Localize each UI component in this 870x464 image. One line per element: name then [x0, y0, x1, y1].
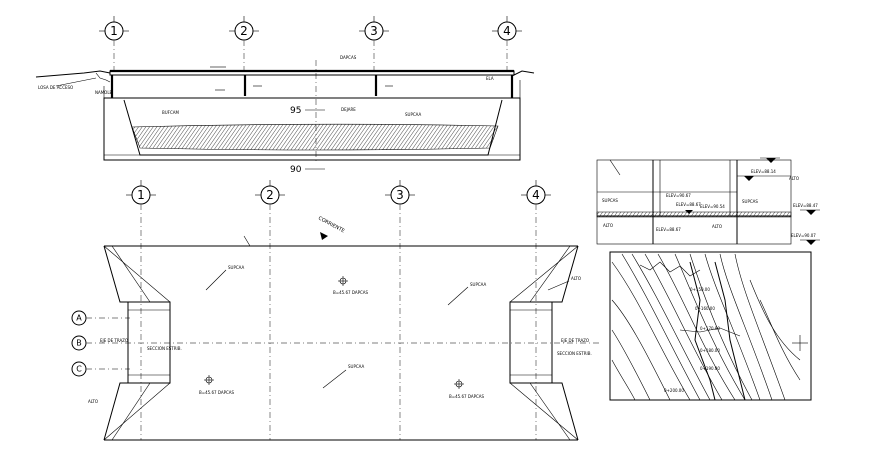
- label-seccion-left: SECCION ESTRIB.: [147, 346, 182, 351]
- label-center-tag: ELEV=88.67: [676, 202, 701, 207]
- label-benchmark: B=45.67 DAPCAS: [333, 290, 369, 295]
- label-eje-right: EJE DE TRAZO: [561, 338, 589, 343]
- ground-line-left: [35, 70, 111, 78]
- label-losa: LOSA DE ACCESO: [38, 85, 73, 90]
- topo-crosshair: [792, 335, 808, 351]
- label-ela: ELA: [486, 76, 494, 81]
- flow-arrow-icon: [320, 232, 328, 240]
- elevation-view: 1 2 3 4: [35, 16, 535, 175]
- label-supcaa: SUPCAA: [405, 112, 422, 117]
- plan-axis-1: 1: [126, 180, 156, 205]
- axis-label: 2: [266, 188, 274, 202]
- label-dapcas: DAPCAS: [340, 55, 357, 60]
- axis-label: 1: [110, 24, 118, 38]
- label-corriente: CORRIENTE: [317, 215, 345, 234]
- plan-row-a: A: [71, 310, 130, 326]
- label-elev-4: ELEV=90.07: [791, 233, 816, 238]
- label-elev-2: ELEV=88.14: [751, 169, 776, 174]
- plan-view: 1 2 3 4 A: [71, 180, 600, 441]
- label-elev-3: ELEV=88.47: [793, 203, 818, 208]
- label-right-tag: SUPCAS: [742, 199, 758, 204]
- left-abutment: [127, 301, 171, 384]
- label-station-3: 0+170.00: [700, 326, 720, 331]
- axis-label: 1: [137, 188, 145, 202]
- ground-line-right: [511, 70, 535, 77]
- topo-frame: [609, 251, 812, 401]
- benchmark-right: B=45.67 DAPCAS: [449, 379, 485, 399]
- label-bufcam: BUFCAM: [162, 110, 180, 115]
- label-eje-left: EJE DE TRAZO: [100, 338, 128, 343]
- row-label: A: [76, 314, 82, 323]
- label-namole: NAMOLE: [95, 90, 113, 95]
- channel-section: [103, 97, 521, 161]
- topographic-map: 0+150.00 0+160.00 0+170.00 0+180.00 0+19…: [609, 251, 812, 401]
- axis-label: 4: [532, 188, 540, 202]
- plan-row-b: B: [71, 335, 600, 351]
- elevation-axis-2: 2: [229, 16, 259, 41]
- row-label: C: [76, 365, 82, 374]
- axis-label: 4: [503, 24, 511, 38]
- label-lower-tag: ALTO: [712, 224, 722, 229]
- dimension-bottom: 90: [290, 165, 302, 175]
- benchmark-left: B=45.67 DAPCAS: [199, 375, 235, 395]
- label-benchmark: B=45.67 DAPCAS: [199, 390, 235, 395]
- dimension-top: 95: [290, 106, 301, 116]
- label-lower-left: ALTO: [603, 223, 613, 228]
- cross-section: ALTO SUPCAS ELEV=90.67 ELEV=88.14 ELEV=8…: [596, 157, 820, 245]
- plan-axis-2: 2: [255, 180, 285, 205]
- label-dejare: DEJARE: [341, 107, 356, 112]
- label-station-1: 0+150.00: [690, 287, 710, 292]
- label-station-5: 0+190.00: [700, 366, 720, 371]
- label-station-6: 0+200.00: [664, 388, 684, 393]
- riverbed-hatch: [131, 123, 499, 151]
- label-section-supcas: SUPCAS: [602, 198, 618, 203]
- label-right-elev: ELEV=90.54: [700, 204, 725, 209]
- axis-label: 2: [240, 24, 248, 38]
- plan-row-c: C: [71, 361, 130, 377]
- label-station-4: 0+180.00: [700, 348, 720, 353]
- label-lower-center: ELEV=88.67: [656, 227, 681, 232]
- elevation-axis-3: 3: [359, 16, 389, 41]
- axis-label: 3: [370, 24, 378, 38]
- label-section-alto: ALTO: [789, 176, 799, 181]
- section-frame: [596, 159, 792, 245]
- label-benchmark: B=45.67 DAPCAS: [449, 394, 485, 399]
- right-abutment: [509, 301, 553, 384]
- label-station-2: 0+160.00: [695, 306, 715, 311]
- label-alto-left: ALTO: [88, 399, 98, 404]
- benchmark-center: B=45.67 DAPCAS: [333, 276, 369, 295]
- plan-axis-4: 4: [521, 180, 551, 205]
- axis-label: 3: [396, 188, 404, 202]
- elevation-axis-4: 4: [492, 16, 522, 41]
- elevation-axis-1: 1: [99, 16, 129, 41]
- label-supcaa-1: SUPCAA: [228, 265, 245, 270]
- row-label: B: [76, 339, 82, 348]
- label-supcaa-3: SUPCAA: [348, 364, 365, 369]
- label-supcaa-2: SUPCAA: [470, 282, 487, 287]
- label-seccion-right: SECCION ESTRIB.: [557, 351, 592, 356]
- label-elev-1: ELEV=90.67: [666, 193, 691, 198]
- label-alto-right: ALTO: [571, 276, 581, 281]
- plan-axis-3: 3: [385, 180, 415, 205]
